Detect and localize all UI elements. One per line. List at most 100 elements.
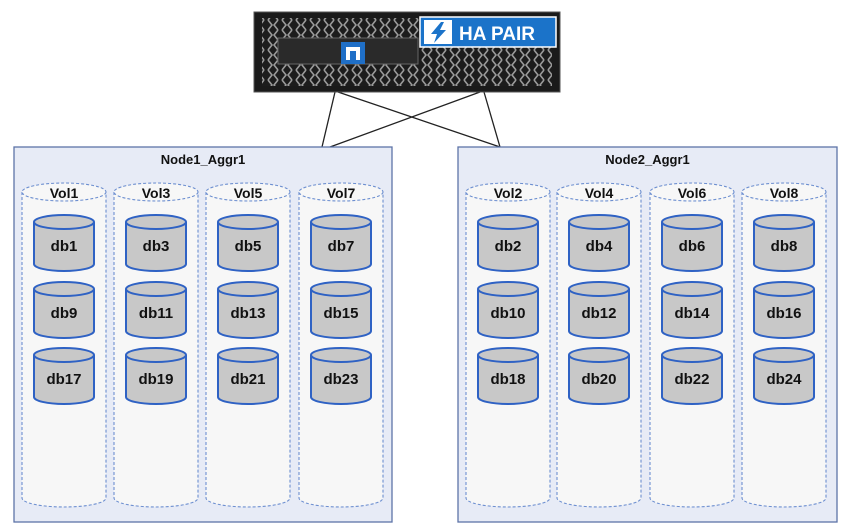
volume-cylinder-top bbox=[205, 182, 291, 202]
volume-cylinder-top bbox=[556, 182, 642, 202]
database-cylinder-top bbox=[310, 281, 372, 297]
database: db6 bbox=[661, 214, 723, 272]
database-cylinder-top bbox=[33, 281, 95, 297]
aggregate: Node2_Aggr1Vol2db2db10db18Vol4db4db12db2… bbox=[457, 146, 838, 523]
netapp-logo-icon bbox=[341, 42, 365, 64]
volume-label: Vol2 bbox=[494, 185, 523, 201]
database-cylinder-top bbox=[310, 347, 372, 363]
database-cylinder bbox=[477, 289, 539, 339]
database-label: db11 bbox=[139, 305, 173, 322]
database-cylinder bbox=[125, 289, 187, 339]
database-cylinder-top bbox=[125, 347, 187, 363]
database-label: db23 bbox=[323, 371, 358, 388]
volume-cylinder-top bbox=[741, 182, 827, 202]
database-label: db5 bbox=[235, 238, 262, 255]
database-label: db6 bbox=[679, 238, 706, 255]
database-label: db21 bbox=[230, 371, 265, 388]
database-cylinder bbox=[753, 289, 815, 339]
database-label: db1 bbox=[51, 238, 78, 255]
ha-pair-label: HA PAIR bbox=[459, 24, 535, 45]
database-cylinder bbox=[217, 289, 279, 339]
database-label: db22 bbox=[674, 371, 709, 388]
database-cylinder-top bbox=[217, 347, 279, 363]
connection-line bbox=[329, 91, 481, 148]
database-cylinder-top bbox=[477, 281, 539, 297]
database-cylinder bbox=[33, 355, 95, 405]
database: db15 bbox=[310, 281, 372, 339]
ha-pair-controller: HA PAIR bbox=[253, 11, 561, 93]
database-label: db15 bbox=[323, 305, 358, 322]
database-cylinder bbox=[125, 355, 187, 405]
database-cylinder bbox=[217, 355, 279, 405]
volume: Vol8 db8 db16 db24 bbox=[741, 182, 827, 508]
database-cylinder-top bbox=[125, 214, 187, 230]
database: db11 bbox=[125, 281, 187, 339]
volume-cylinder-top bbox=[298, 182, 384, 202]
database-cylinder-top bbox=[125, 281, 187, 297]
database-cylinder-top bbox=[217, 281, 279, 297]
database-label: db2 bbox=[495, 238, 522, 255]
database-label: db19 bbox=[138, 371, 173, 388]
database-cylinder-top bbox=[753, 281, 815, 297]
database: db14 bbox=[661, 281, 723, 339]
database: db17 bbox=[33, 347, 95, 405]
lightning-bolt-icon bbox=[431, 22, 446, 43]
database: db23 bbox=[310, 347, 372, 405]
database-cylinder-top bbox=[568, 347, 630, 363]
database: db4 bbox=[568, 214, 630, 272]
database-cylinder-top bbox=[310, 214, 372, 230]
database-cylinder bbox=[568, 289, 630, 339]
volume: Vol4 db4 db12 db20 bbox=[556, 182, 642, 508]
aggregate-title: Node1_Aggr1 bbox=[161, 152, 246, 167]
database-cylinder-top bbox=[568, 281, 630, 297]
volume-label: Vol4 bbox=[585, 185, 614, 201]
connection-lines bbox=[321, 91, 501, 148]
database: db24 bbox=[753, 347, 815, 405]
volume-label: Vol7 bbox=[327, 185, 356, 201]
database: db1 bbox=[33, 214, 95, 272]
volume-label: Vol8 bbox=[770, 185, 799, 201]
database-cylinder-top bbox=[217, 214, 279, 230]
database-cylinder-top bbox=[661, 347, 723, 363]
connection-line bbox=[321, 91, 336, 148]
volume-label: Vol1 bbox=[50, 185, 79, 201]
aggregate-title: Node2_Aggr1 bbox=[605, 152, 690, 167]
database: db10 bbox=[477, 281, 539, 339]
database-cylinder-top bbox=[477, 214, 539, 230]
database: db21 bbox=[217, 347, 279, 405]
volume-cylinder-top bbox=[465, 182, 551, 202]
database-cylinder bbox=[477, 222, 539, 272]
volume: Vol1 db1 db9 db17 bbox=[21, 182, 107, 508]
database-cylinder bbox=[661, 355, 723, 405]
volume: Vol3 db3 db11 db19 bbox=[113, 182, 199, 508]
volume: Vol7 db7 db15 db23 bbox=[298, 182, 384, 508]
database: db3 bbox=[125, 214, 187, 272]
database-cylinder bbox=[753, 355, 815, 405]
database: db16 bbox=[753, 281, 815, 339]
database: db9 bbox=[33, 281, 95, 339]
database-label: db16 bbox=[766, 305, 801, 322]
volume-cylinder-top bbox=[113, 182, 199, 202]
database-cylinder bbox=[217, 222, 279, 272]
database-label: db20 bbox=[581, 371, 616, 388]
database-cylinder-top bbox=[568, 214, 630, 230]
database-label: db4 bbox=[586, 238, 613, 255]
database-label: db3 bbox=[143, 238, 170, 255]
database-label: db7 bbox=[328, 238, 355, 255]
database-label: db8 bbox=[771, 238, 798, 255]
database-cylinder bbox=[310, 222, 372, 272]
database-label: db12 bbox=[581, 305, 616, 322]
database: db7 bbox=[310, 214, 372, 272]
database: db20 bbox=[568, 347, 630, 405]
volume-cylinder-top bbox=[649, 182, 735, 202]
volume: Vol6 db6 db14 db22 bbox=[649, 182, 735, 508]
database-cylinder bbox=[33, 222, 95, 272]
volume-label: Vol3 bbox=[142, 185, 171, 201]
volume-label: Vol6 bbox=[678, 185, 707, 201]
volume-label: Vol5 bbox=[234, 185, 263, 201]
